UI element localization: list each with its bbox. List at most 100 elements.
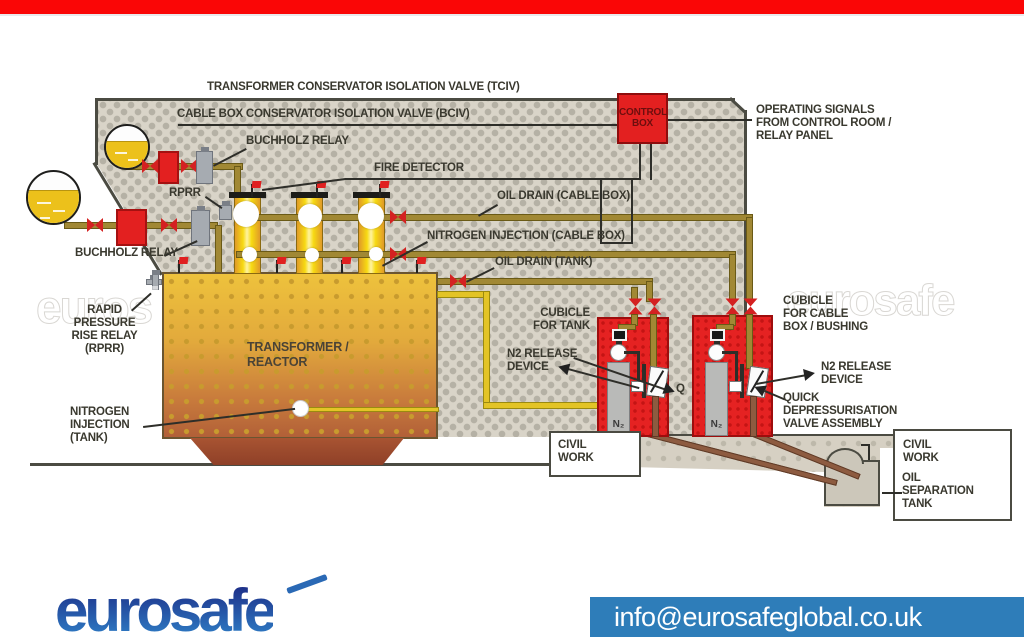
oil-bubble: [298, 204, 322, 228]
device-wire: [637, 351, 640, 387]
n2-cylinder-label: N₂: [612, 419, 625, 430]
label-fire-detector: FIRE DETECTOR: [374, 162, 464, 174]
label-operating-signals: OPERATING SIGNALS FROM CONTROL ROOM / RE…: [756, 104, 892, 142]
label-cubicle-for-cable-box: CUBICLE FOR CABLE BOX / BUSHING: [783, 295, 868, 333]
qdv-pipe: [650, 314, 657, 369]
device-wire: [722, 351, 738, 354]
n2-stem: [616, 341, 622, 345]
label-nitrogen-cable-box: NITROGEN INJECTION (CABLE BOX): [427, 230, 625, 242]
n2-cylinder-right: N₂: [705, 362, 728, 436]
oil-bubble: [305, 248, 319, 262]
oil-drain-cable-box-valve-icon: [390, 210, 406, 225]
isolation-valve-icon: [181, 159, 197, 174]
operating-signals-wire: [667, 119, 752, 121]
label-buchholz-bottom: BUCHHOLZ RELAY: [75, 247, 178, 259]
control-wire-drop-2: [650, 144, 652, 180]
device-wire: [735, 351, 738, 387]
nitrogen-tank-pipe-inner: [307, 407, 439, 412]
isolation-valve-icon: [142, 159, 158, 174]
label-civil-work-right: CIVIL WORK: [903, 439, 939, 464]
cubicle-valve-icon: [725, 299, 740, 315]
control-wire-loop-bottom: [600, 242, 633, 244]
pointer-oil-separation: [882, 492, 902, 494]
isolation-valve-icon: [161, 218, 177, 233]
n2-cylinder-label: N₂: [710, 419, 723, 430]
transformer-label: TRANSFORMER / REACTOR: [247, 340, 349, 369]
control-box-label: CONTROL BOX: [619, 107, 668, 129]
label-oil-separation-tank: OIL SEPARATION TANK: [902, 472, 974, 510]
wall-edge-right: [744, 110, 747, 437]
label-rprr: RPRR: [169, 187, 201, 199]
oil-bubble: [233, 201, 259, 227]
cubicle-valve-icon: [628, 299, 643, 315]
bushing-cap: [353, 192, 390, 198]
label-rprr-full: RAPID PRESSURE RISE RELAY (RPRR): [71, 304, 138, 355]
label-oil-drain-tank: OIL DRAIN (TANK): [495, 256, 593, 268]
control-wire-loop-left: [600, 179, 602, 244]
email-text[interactable]: info@eurosafeglobal.co.uk: [614, 601, 922, 632]
label-cubicle-for-tank: CUBICLE FOR TANK: [533, 307, 590, 332]
qdv-outlet-pipe: [652, 396, 659, 437]
label-n2-release-right: N2 RELEASE DEVICE: [821, 361, 892, 386]
fire-detector-flag-icon: [377, 181, 389, 197]
label-tciv: TRANSFORMER CONSERVATOR ISOLATION VALVE …: [207, 81, 520, 93]
nitrogen-tank-pipe-vert: [483, 291, 490, 408]
transformer-base: [190, 438, 404, 465]
oil-bubble: [369, 247, 383, 261]
buchholz-relay-box-upper: [158, 151, 179, 184]
transformer-conservator-pipe-drop: [215, 225, 222, 275]
control-box: CONTROL BOX: [617, 93, 668, 144]
n2-connector: [612, 329, 627, 341]
bushing-cap: [229, 192, 266, 198]
label-n2-release-left: N2 RELEASE DEVICE: [507, 348, 578, 373]
watermark-band: [0, 286, 158, 324]
top-bar-divider: [0, 14, 1024, 16]
device-stub: [729, 381, 742, 392]
wall-edge-left: [95, 98, 98, 165]
fire-detector-wire: [345, 178, 641, 180]
email-bar[interactable]: info@eurosafeglobal.co.uk: [590, 597, 1024, 637]
civil-work-box-left: [549, 431, 641, 477]
pipe-elbow: [618, 324, 636, 330]
fire-detector-flag-icon: [414, 257, 426, 273]
wall-edge-top: [96, 98, 735, 101]
n2-stem: [714, 341, 720, 345]
transformer-conservator: [26, 170, 81, 225]
vent-pipe-top-icon: [861, 444, 870, 446]
device-wire: [624, 351, 640, 354]
cubicle-valve-icon: [647, 299, 662, 315]
pipe-fitting: [219, 201, 232, 220]
arrow-n2-release-right-head: [803, 367, 816, 381]
rprr-box-lower: [191, 206, 210, 246]
label-quick-depressurisation: QUICK DEPRESSURISATION VALVE ASSEMBLY: [783, 392, 898, 430]
conservator-oil: [106, 140, 148, 168]
tciv-valve-icon: [87, 218, 103, 233]
nitrogen-cable-box-pipe-drop: [729, 254, 736, 302]
qdv-pipe: [746, 314, 753, 369]
fire-detector-flag-icon: [339, 257, 351, 273]
cubicle-valve-icon: [743, 299, 758, 315]
rprr-box-upper: [196, 147, 213, 184]
nitrogen-tank-pipe-bottom: [483, 402, 599, 409]
n2-connector: [710, 329, 725, 341]
vent-pipe-icon: [868, 446, 870, 460]
fire-detector-flag-icon: [314, 181, 326, 197]
bciv-wire: [178, 124, 618, 126]
qdv-outlet-pipe: [750, 396, 757, 437]
oil-bubble: [242, 247, 257, 262]
eurosafe-logo: eurosafe: [55, 576, 277, 640]
label-oil-drain-cable-box: OIL DRAIN (CABLE BOX): [497, 190, 630, 202]
oil-drain-tank-valve-icon: [450, 274, 466, 289]
fire-detector-flag-icon: [176, 257, 188, 273]
logo-accent-stroke: [286, 573, 328, 595]
label-buchholz-top: BUCHHOLZ RELAY: [246, 135, 349, 147]
conservator-oil: [28, 189, 79, 223]
control-wire-drop-1: [639, 144, 641, 180]
oil-bubble: [358, 203, 384, 229]
control-wire-loop-right: [631, 179, 633, 244]
buchholz-relay-box-lower: [116, 209, 147, 246]
label-q: Q: [676, 383, 685, 395]
fire-detector-flag-icon: [274, 257, 286, 273]
label-bciv: CABLE BOX CONSERVATOR ISOLATION VALVE (B…: [177, 108, 470, 120]
watermark-right: eurosafe: [785, 276, 955, 326]
